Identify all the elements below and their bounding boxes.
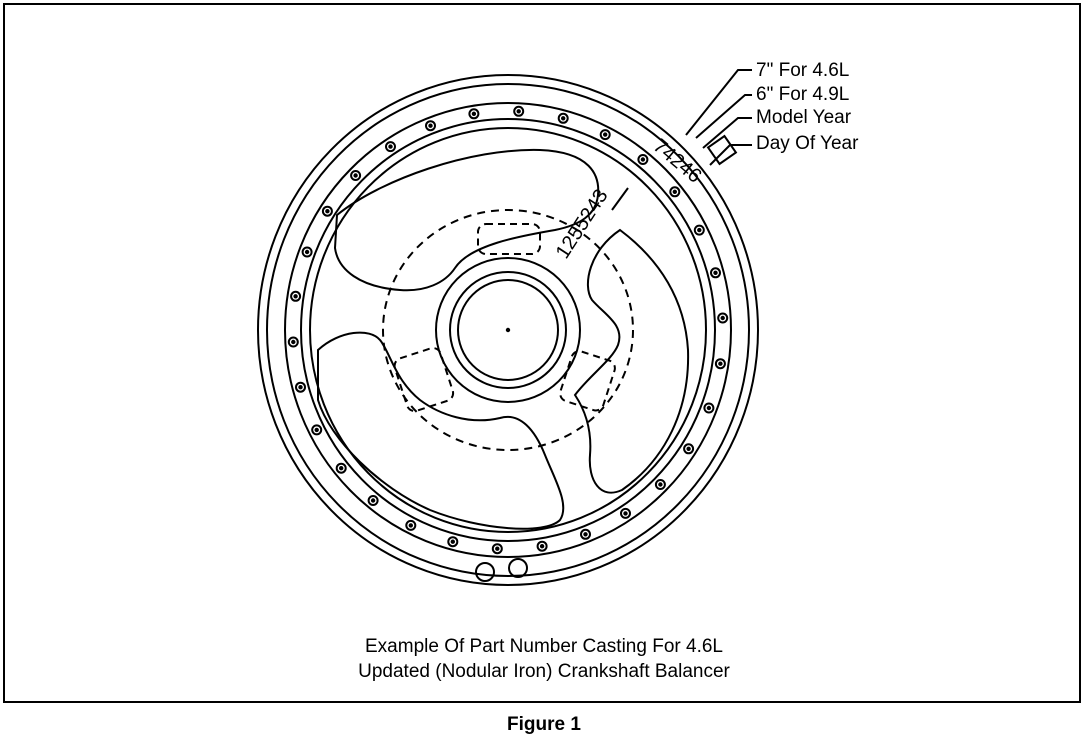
bolt-hole-center [298, 385, 303, 390]
callout-length-49: 6" For 4.9L [756, 84, 850, 105]
bolt-hole-center [623, 511, 628, 516]
dashed-pad-circle [382, 209, 634, 451]
dashed-pad-right [559, 350, 616, 412]
bolt-hole-center [428, 123, 433, 128]
bolt-hole-center [339, 466, 344, 471]
figure-frame [3, 3, 1081, 703]
bolt-hole [693, 224, 705, 236]
bolt-hole [321, 205, 333, 217]
dashed-pad-top [477, 223, 541, 255]
bolt-hole-center [658, 482, 663, 487]
bolt-hole [669, 186, 681, 198]
bolt-ring-inner [300, 118, 716, 542]
bolt-hole [513, 105, 525, 117]
leader-length-2 [695, 94, 752, 139]
caption-line-2: Updated (Nodular Iron) Crankshaft Balanc… [358, 661, 730, 682]
leader-model-year [702, 117, 752, 149]
bolt-hole-center [495, 546, 500, 551]
bolt-hole-center [293, 294, 298, 299]
timing-hole-1 [475, 562, 495, 582]
callout-model-year: Model Year [756, 107, 852, 128]
bolt-hole [557, 112, 569, 124]
bolt-hole-center [697, 227, 702, 233]
bolt-hole [385, 141, 396, 153]
bolt-hole-center [516, 109, 521, 114]
callout-day-of-year: Day Of Year [756, 133, 859, 154]
bolt-hole-center [314, 427, 319, 433]
bolt-hole-center [471, 111, 477, 117]
bolt-hole [447, 536, 459, 548]
bolt-hole-center [388, 144, 393, 149]
bolt-hole [580, 528, 591, 540]
callout-length-46: 7" For 4.6L [756, 60, 850, 81]
bolt-hole [683, 443, 695, 455]
bolt-hole [425, 120, 436, 132]
timing-hole-2 [508, 558, 528, 578]
center-mark [505, 327, 511, 333]
bolt-hole [637, 154, 649, 165]
leader-part-number [611, 187, 629, 211]
bolt-holes [287, 105, 729, 555]
bolt-hole [620, 507, 631, 519]
bolt-hole-center [325, 209, 330, 214]
bolt-hole-center [720, 315, 725, 321]
bolt-hole-center [291, 339, 296, 345]
outer-ring-inner [266, 83, 750, 577]
leader-length [685, 69, 752, 136]
window-bottom [317, 331, 565, 530]
bolt-hole-center [640, 157, 646, 162]
bolt-hole-center [603, 132, 608, 137]
bolt-hole [290, 290, 302, 302]
bolt-hole [295, 381, 306, 393]
bolt-hole-center [686, 446, 691, 451]
bolt-hole-center [561, 116, 566, 121]
bolt-hole [717, 312, 729, 324]
window-top [333, 148, 600, 292]
bolt-hole-center [718, 361, 723, 366]
window-right [573, 228, 690, 494]
bolt-hole-center [408, 523, 413, 528]
bolt-hole-center [353, 173, 358, 178]
bolt-hole [536, 540, 548, 552]
hub-bore [457, 279, 559, 381]
casting-marks: 1255243 74246 [552, 135, 706, 263]
hub-ring [449, 271, 567, 389]
bolt-hole-center [706, 405, 712, 411]
hub-outer [435, 257, 581, 403]
bolt-hole-center [370, 498, 376, 503]
bolt-hole [350, 170, 362, 181]
bolt-hole-center [539, 544, 545, 549]
bolt-hole [468, 108, 480, 120]
dashed-pad-left [393, 347, 455, 413]
bolt-hole-center [450, 539, 455, 544]
bolt-hole [654, 479, 666, 490]
bolt-hole [405, 519, 417, 531]
bolt-hole-center [304, 249, 310, 255]
bolt-hole [287, 336, 299, 348]
caption-line-1: Example Of Part Number Casting For 4.6L [365, 636, 723, 657]
bolt-hole-center [713, 270, 718, 275]
bolt-hole [311, 424, 323, 436]
part-number-marking: 1255243 [552, 185, 613, 262]
bolt-hole [714, 358, 726, 370]
bolt-ring-outer [284, 102, 732, 558]
day-of-year-bracket [706, 134, 738, 166]
web-ring [309, 127, 707, 533]
bolt-hole [491, 543, 503, 555]
outer-ring [257, 74, 759, 586]
bolt-hole [703, 402, 715, 414]
bolt-hole-center [583, 532, 588, 537]
bolt-hole [367, 495, 379, 506]
bolt-hole [599, 129, 611, 141]
bolt-hole [335, 462, 347, 474]
bolt-hole-center [672, 189, 677, 195]
figure-label: Figure 1 [507, 714, 581, 735]
bolt-hole [301, 246, 313, 258]
bolt-hole [710, 267, 721, 279]
